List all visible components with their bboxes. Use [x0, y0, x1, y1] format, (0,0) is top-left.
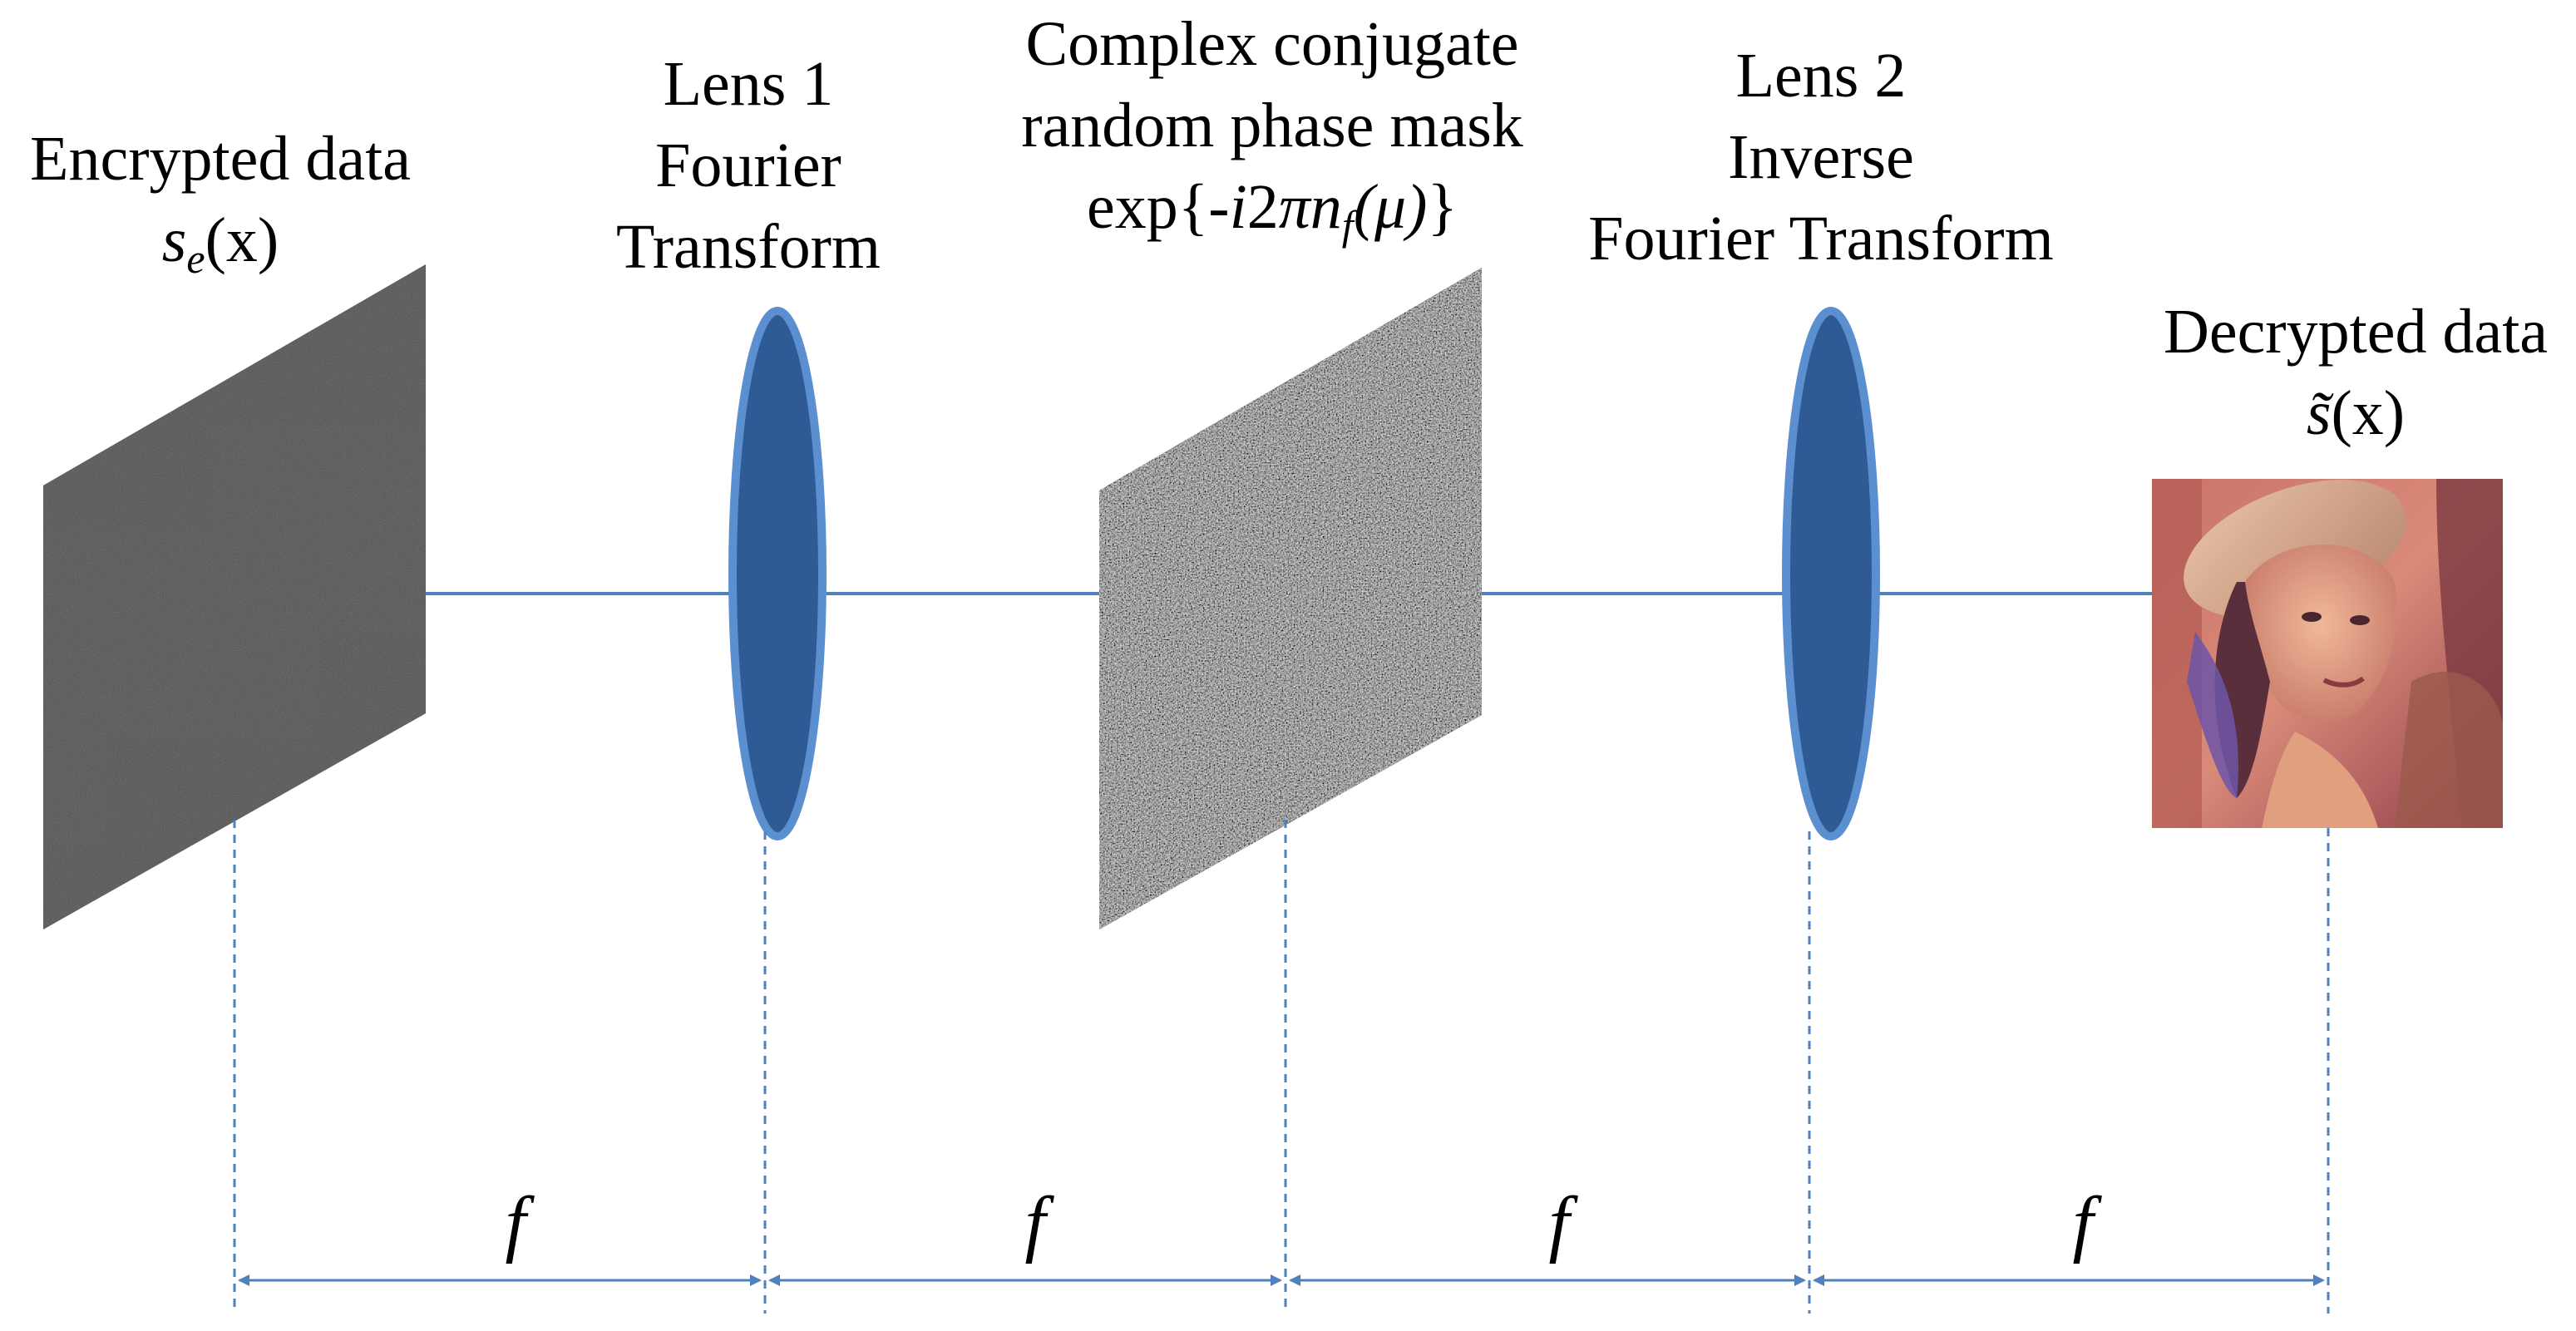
lens-2-line3: Fourier Transform: [1588, 204, 2054, 274]
lens-1-shape: [728, 307, 827, 841]
lens-2-line2: Inverse: [1728, 122, 1914, 192]
encrypted-data-symbol: se(x): [161, 205, 279, 282]
focal-distance-label: f: [2072, 1182, 2094, 1264]
decrypted-data-label: Decrypted data s̃(x): [2135, 291, 2576, 454]
lens-1-label: Lens 1 Fourier Transform: [565, 43, 931, 288]
encrypted-data-title: Encrypted data: [30, 124, 411, 194]
decrypted-data-title: Decrypted data: [2163, 297, 2549, 367]
lens-1-line3: Transform: [615, 212, 881, 282]
lens-2-label: Lens 2 Inverse Fourier Transform: [1538, 35, 2104, 279]
decrypted-data-symbol: s̃(x): [2306, 378, 2406, 448]
focal-distance-label: f: [505, 1182, 526, 1264]
lens-2-shape: [1782, 307, 1880, 841]
lens-2-title: Lens 2: [1735, 41, 1907, 111]
decrypted-image: [2152, 479, 2503, 828]
phase-mask-line2: random phase mask: [1021, 91, 1523, 160]
phase-mask-label: Complex conjugate random phase mask exp{…: [973, 3, 1572, 266]
phase-mask-expression: exp{-i2πnf(μ)}: [1087, 172, 1458, 249]
encrypted-data-plate: [43, 264, 426, 929]
lens-1-title: Lens 1: [663, 49, 834, 119]
encrypted-data-label: Encrypted data se(x): [0, 118, 441, 299]
lens-1-line2: Fourier: [655, 131, 841, 200]
phase-mask-line1: Complex conjugate: [1025, 9, 1519, 79]
random-phase-mask-plate: [1099, 268, 1482, 929]
focal-distance-label: f: [1024, 1182, 1046, 1264]
focal-distance-label: f: [1548, 1182, 1570, 1264]
